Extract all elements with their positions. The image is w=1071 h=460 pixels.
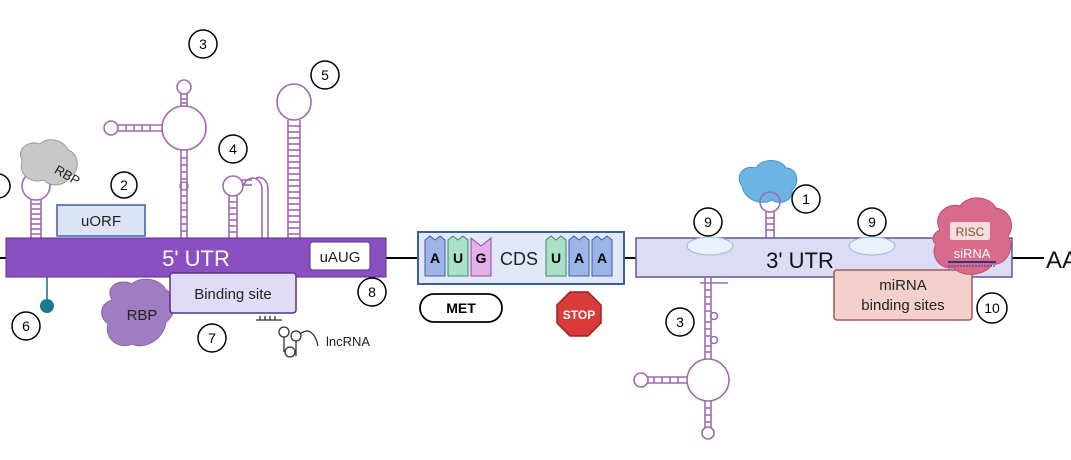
stem-loop-left (21, 171, 51, 238)
binding-site-box (169, 272, 297, 314)
marker-5-label: 5 (321, 67, 329, 83)
lncrna-glyph (256, 316, 319, 358)
marker-9-right-label: 9 (868, 214, 876, 230)
cds-label: CDS (500, 249, 538, 269)
marker-5 (310, 60, 340, 90)
uorf-box (56, 204, 146, 237)
risc-label-bg (950, 222, 990, 240)
marker-4-label: 4 (229, 141, 237, 157)
marker-3-bottom-label: 3 (676, 314, 684, 330)
marker-7 (197, 323, 227, 353)
pseudoknot (222, 175, 269, 238)
marker-4 (218, 134, 248, 164)
hairpin-tall (276, 83, 312, 238)
stop-nt-1: U (551, 250, 561, 266)
uaug-box (309, 241, 371, 271)
utr3-label: 3' UTR (766, 248, 834, 273)
met-label: MET (446, 300, 476, 316)
binding-site-label: Binding site (194, 286, 272, 303)
polya-tail: AAA (1046, 247, 1071, 274)
stop-sign (556, 291, 602, 337)
marker-3-top-label: 3 (199, 36, 207, 52)
marker-1-label: 1 (802, 191, 810, 207)
stop-nt-2: A (574, 250, 584, 266)
start-nt-3: G (476, 250, 487, 266)
mirna-line1: miRNA (879, 277, 927, 294)
stop-sign-label: STOP (563, 308, 595, 322)
marker-9-left (693, 207, 723, 237)
marker-6 (11, 311, 41, 341)
marker-9-right (857, 207, 887, 237)
stem-loop-multibranch (103, 79, 207, 238)
modification-dot (40, 299, 54, 313)
stem-loop-3utr-bottom (633, 277, 730, 440)
risc-complex: RISC siRNA (932, 197, 1012, 275)
sirna-label: siRNA (954, 246, 991, 261)
rbp-purple: RBP (101, 278, 175, 347)
marker-10-label: 10 (984, 300, 1000, 316)
marker-3-top (188, 29, 218, 59)
mirna-line2: binding sites (861, 297, 944, 314)
utr5-label: 5' UTR (162, 246, 230, 271)
marker-9-left-label: 9 (704, 214, 712, 230)
start-nt-1: A (430, 250, 440, 266)
met-pill (419, 293, 503, 323)
risc-label: RISC (956, 225, 985, 239)
marker-2-label: 2 (120, 177, 128, 193)
protein-oval-left (686, 236, 734, 256)
stop-codon: U A A (545, 235, 613, 277)
protein-oval-right (848, 236, 896, 256)
marker-3-bottom (665, 307, 695, 337)
uaug-label: uAUG (320, 249, 361, 266)
mirna-box (833, 269, 973, 321)
rbp-bottom-label: RBP (127, 307, 158, 324)
marker-8-label: 8 (368, 284, 376, 300)
marker-1 (791, 184, 821, 214)
marker-2 (110, 171, 138, 199)
ribosome-blue (738, 160, 798, 203)
marker-7-label: 7 (208, 330, 216, 346)
rbp-gray: RBP (20, 139, 83, 188)
stem-loop-3utr-top (759, 191, 781, 238)
lncrna-label: lncRNA (326, 334, 370, 349)
start-nt-2: U (453, 250, 463, 266)
marker-8 (357, 277, 387, 307)
uorf-label: uORF (81, 213, 121, 230)
start-codon: A U G (424, 235, 492, 277)
marker-6-label: 6 (22, 318, 30, 334)
marker-partial-left (0, 173, 11, 199)
stop-nt-3: A (597, 250, 607, 266)
marker-10 (976, 292, 1008, 324)
